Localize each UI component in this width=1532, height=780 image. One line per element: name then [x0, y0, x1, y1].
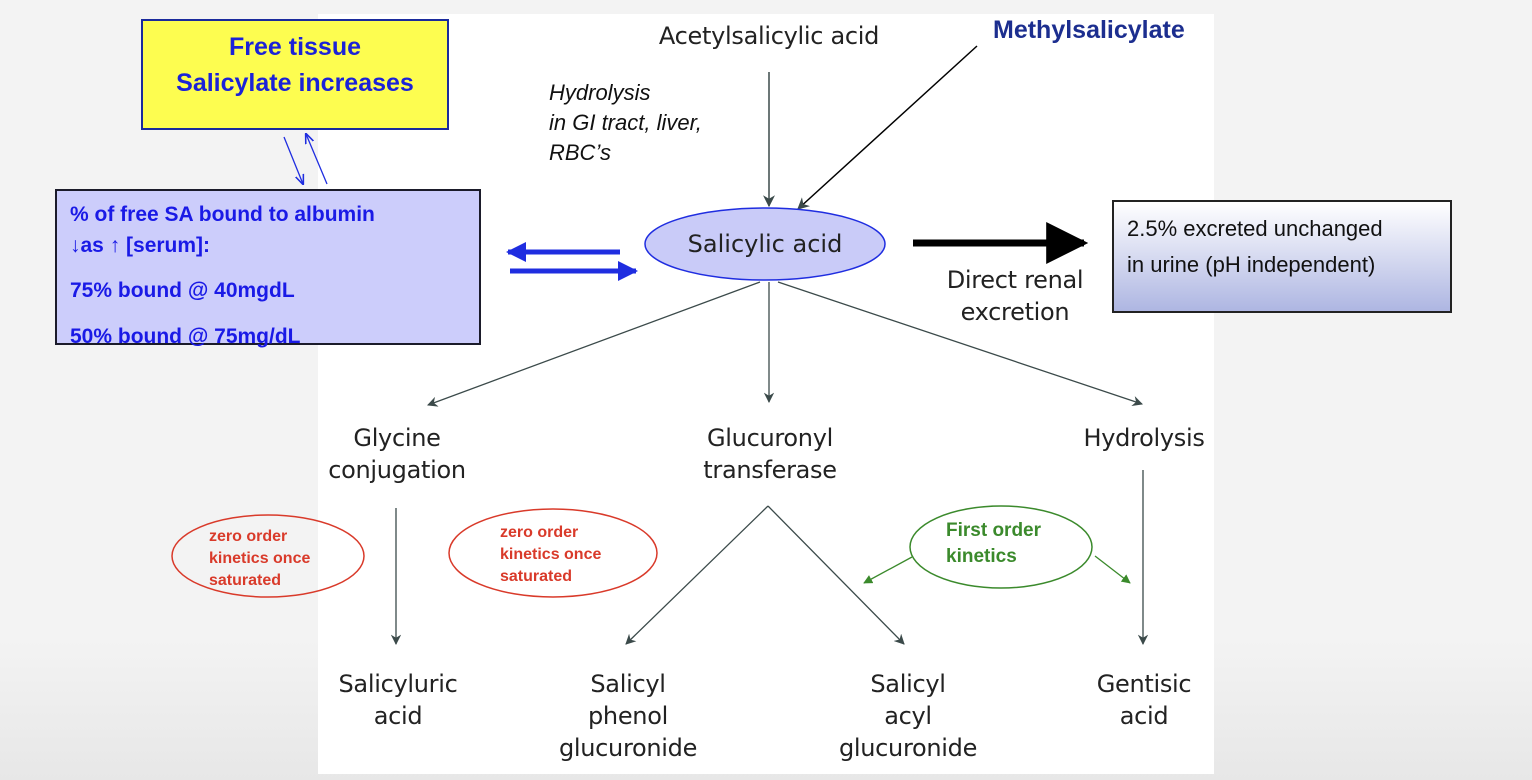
arrow-to-hydrolysis [777, 281, 1143, 406]
acyl-line-3: glucuronide [838, 734, 978, 762]
green-arrow-left [863, 556, 913, 584]
glucuronyl-transferase-node: Glucuronyl transferase [680, 422, 860, 486]
gentisic-line-1: Gentisic [1096, 670, 1192, 698]
salicylic-acid-label: Salicylic acid [687, 230, 843, 258]
salicyluric-acid-node: Salicyluric acid [318, 668, 478, 732]
salicyl-phenol-glucuronide-node: Salicyl phenol glucuronide [540, 668, 716, 764]
salicylic-acid-node [644, 207, 886, 281]
glycine-line-1: Glycine [353, 424, 441, 452]
arrow-up-to-free-tissue [306, 134, 328, 185]
glucuronyl-line-1: Glucuronyl [707, 424, 833, 452]
acyl-line-2: acyl [884, 702, 932, 730]
phenol-line-2: phenol [588, 702, 668, 730]
hydrolysis-note-line-2: in GI tract, liver, [549, 110, 702, 135]
direct-renal-line-1: Direct renal [946, 266, 1084, 294]
albumin-binding-box: % of free SA bound to albumin ↓as ↑ [ser… [55, 189, 481, 348]
first-order-line-1: First order [946, 520, 1042, 541]
direct-renal-line-2: excretion [960, 298, 1070, 326]
salicyl-acyl-glucuronide-node: Salicyl acyl glucuronide [820, 668, 996, 764]
arrow-down-to-albumin [283, 136, 303, 184]
first-order-line-2: kinetics [946, 546, 1017, 567]
phenol-line-1: Salicyl [590, 670, 666, 698]
arrow-to-acyl-glucuronide [767, 505, 905, 645]
phenol-line-3: glucuronide [558, 734, 698, 762]
free-tissue-line-2: Salicylate increases [176, 69, 414, 97]
zero-order-1-line-1: zero order [209, 528, 288, 545]
arrow-methyl-to-salicylic [797, 45, 978, 210]
direct-renal-label: Direct renal excretion [920, 264, 1110, 328]
albumin-line-2: ↓as ↑ [serum]: [70, 234, 211, 257]
gentisic-acid-node: Gentisic acid [1070, 668, 1218, 732]
free-tissue-line-1: Free tissue [228, 33, 361, 61]
albumin-line-3: 75% bound @ 40mgdL [70, 279, 295, 302]
first-order-text: First order kinetics [946, 518, 1041, 570]
free-tissue-box: Free tissue Salicylate increases [141, 19, 449, 130]
zero-order-oval-1 [171, 514, 365, 598]
zero-order-2-line-2: kinetics once [500, 546, 602, 563]
first-order-oval [909, 505, 1093, 589]
glucuronyl-line-2: transferase [703, 456, 837, 484]
acyl-line-1: Salicyl [870, 670, 946, 698]
albumin-line-1: % of free SA bound to albumin [70, 203, 375, 226]
hydrolysis-note-line-1: Hydrolysis [549, 80, 651, 105]
glycine-conjugation-node: Glycine conjugation [302, 422, 492, 486]
albumin-line-4: 50% bound @ 75mg/dL [70, 325, 301, 348]
hydrolysis-note: Hydrolysis in GI tract, liver, RBC’s [549, 78, 702, 168]
hydrolysis-node: Hydrolysis [1083, 424, 1205, 452]
glycine-line-2: conjugation [328, 456, 466, 484]
zero-order-1-line-3: saturated [209, 572, 282, 589]
arrow-to-glycine [427, 281, 761, 407]
zero-order-2-line-1: zero order [500, 524, 579, 541]
methylsalicylate-label: Methylsalicylate [993, 16, 1185, 44]
zero-order-2-line-3: saturated [500, 568, 573, 585]
salicyluric-line-1: Salicyluric [338, 670, 458, 698]
zero-order-oval-2 [448, 508, 658, 598]
zero-order-text-2: zero order kinetics once saturated [500, 522, 601, 588]
gentisic-line-2: acid [1119, 702, 1169, 730]
zero-order-1-line-2: kinetics once [209, 550, 311, 567]
green-arrow-right [1094, 555, 1131, 584]
salicyluric-line-2: acid [373, 702, 423, 730]
renal-result-box: 2.5% excreted unchanged in urine (pH ind… [1112, 200, 1452, 313]
arrow-to-phenol-glucuronide [625, 505, 769, 645]
zero-order-text-1: zero order kinetics once saturated [209, 526, 310, 592]
renal-result-line-1: 2.5% excreted unchanged [1127, 216, 1383, 241]
renal-result-line-2: in urine (pH independent) [1127, 252, 1376, 277]
hydrolysis-note-line-3: RBC’s [549, 140, 611, 165]
acetylsalicylic-acid-label: Acetylsalicylic acid [658, 22, 880, 50]
